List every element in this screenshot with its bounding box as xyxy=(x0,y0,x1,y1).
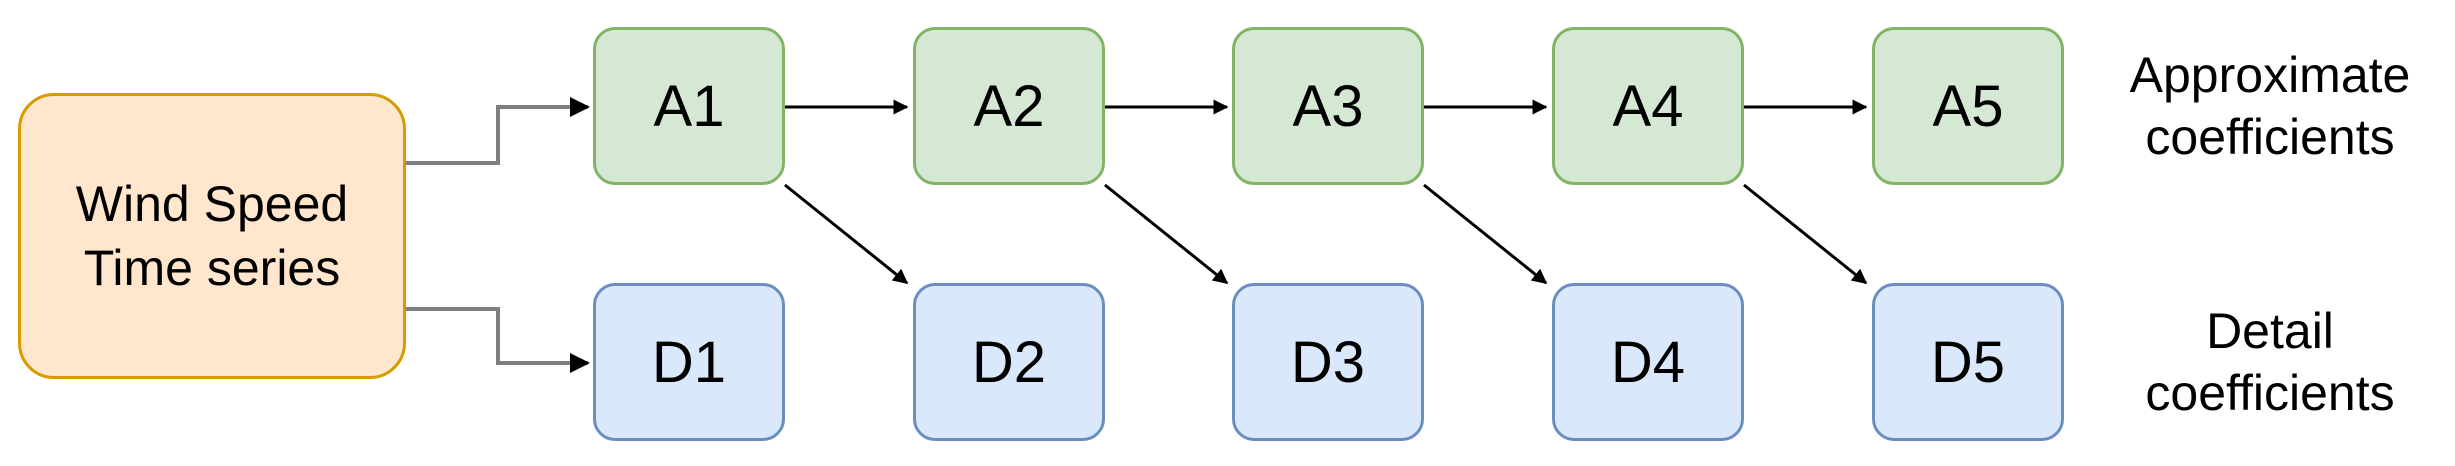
approximate-coefficients-label: Approximate coefficients xyxy=(2100,44,2440,168)
wind-speed-time-series-node: Wind Speed Time series xyxy=(18,93,406,379)
approx-node-a3: A3 xyxy=(1232,27,1424,185)
approx-node-a5: A5 xyxy=(1872,27,2064,185)
detail-node-d2: D2 xyxy=(913,283,1105,441)
detail-label-line-2: coefficients xyxy=(2145,365,2395,421)
detail-label-line-1: Detail xyxy=(2206,303,2334,359)
approximate-label-line-2: coefficients xyxy=(2145,109,2395,165)
a1-to-d2-arrow xyxy=(784,183,909,285)
source-label: Wind Speed Time series xyxy=(76,172,348,300)
source-label-line-1: Wind Speed xyxy=(75,176,349,232)
a4-to-d5-arrow xyxy=(1743,183,1868,285)
detail-node-d3: D3 xyxy=(1232,283,1424,441)
a3-to-d4-arrow xyxy=(1423,183,1548,285)
source-to-d1-connector xyxy=(406,307,590,373)
source-to-a1-connector xyxy=(406,97,590,165)
approx-node-a4: A4 xyxy=(1552,27,1744,185)
detail-node-d4: D4 xyxy=(1552,283,1744,441)
approx-node-a2: A2 xyxy=(913,27,1105,185)
approximate-label-line-1: Approximate xyxy=(2129,47,2411,103)
source-label-line-2: Time series xyxy=(83,240,341,296)
detail-node-d5: D5 xyxy=(1872,283,2064,441)
detail-node-d1: D1 xyxy=(593,283,785,441)
detail-coefficients-label: Detail coefficients xyxy=(2100,300,2440,424)
approx-node-a1: A1 xyxy=(593,27,785,185)
a2-to-d3-arrow xyxy=(1104,183,1229,285)
